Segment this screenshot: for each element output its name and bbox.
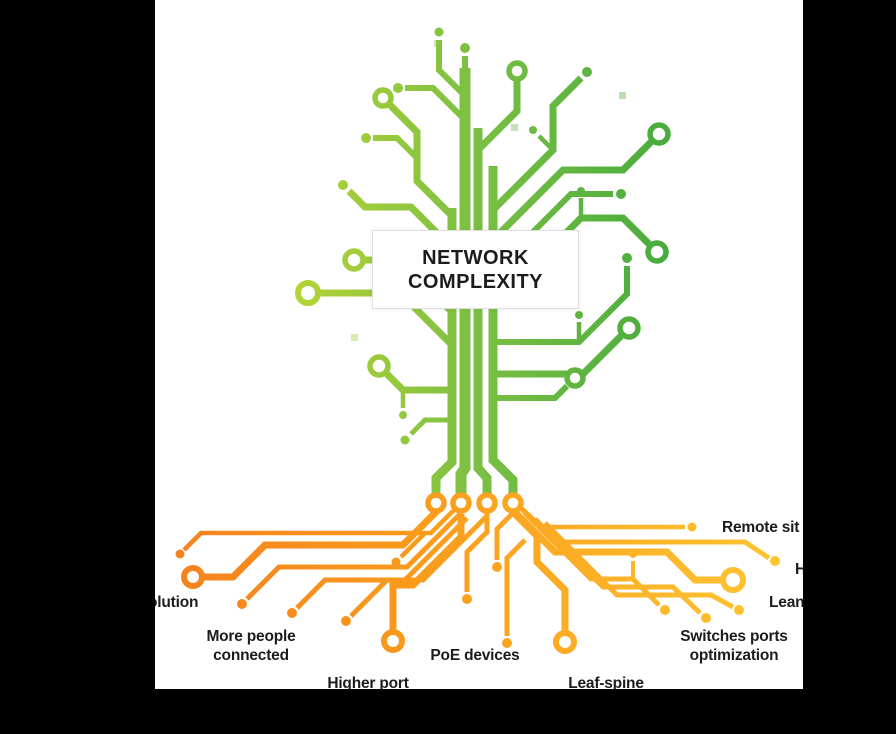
root-label-more-people-line2: connected [213,647,289,664]
tree-canopy-nodes [295,27,671,445]
root-label-switch-ports-line1: Switches ports [680,628,788,645]
tree-root-nodes [175,492,780,654]
title-line-1: NETWORK [422,246,529,269]
tree-root-branches [182,503,771,636]
root-label-poe-devices: PoE devices [430,647,520,664]
title-line-2: COMPLEXITY [407,270,543,293]
circuit-tree-graphic [175,27,780,654]
root-label-evolution-fragment: olution [155,594,199,611]
infographic-canvas: NETWORK COMPLEXITY olution More people c… [155,0,803,689]
root-label-switch-ports-line2: optimization [689,647,779,664]
root-label-lean-fragment: Lean [769,594,803,611]
root-label-more-people-line1: More people [206,628,296,645]
root-label-leaf-spine: Leaf-spine [568,675,644,689]
root-label-switch-ports-optimization: Switches ports optimization [654,627,803,665]
root-label-h-fragment: H [795,561,803,578]
root-label-remote-sites-fragment: Remote sit [722,519,800,536]
tree-accent-squares [351,40,626,341]
network-complexity-title-box: NETWORK COMPLEXITY [372,230,579,309]
root-label-higher-port: Higher port [327,675,409,689]
root-label-more-people-connected: More people connected [171,627,331,665]
